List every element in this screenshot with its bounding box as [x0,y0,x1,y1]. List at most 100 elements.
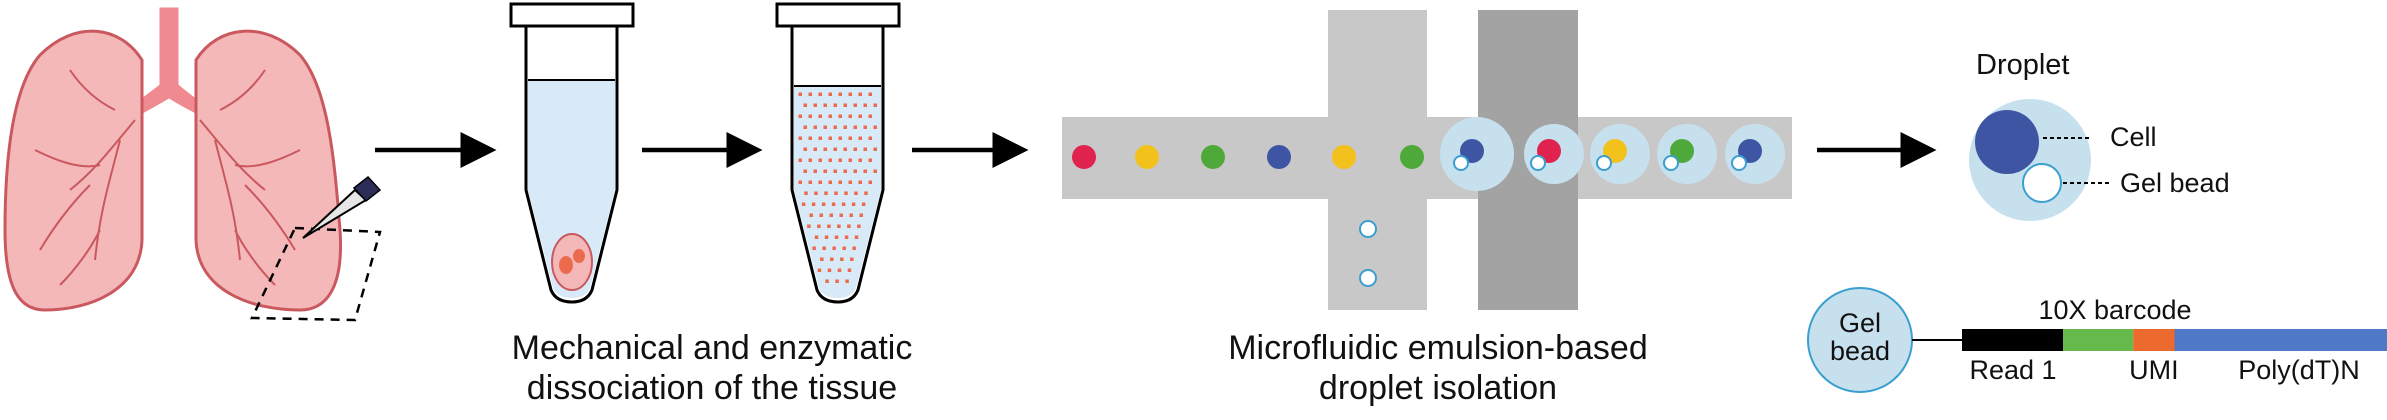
droplet-title: Droplet [1976,49,2070,81]
cell-dot [829,93,833,97]
cell-dot [874,170,878,174]
dissociation-caption: Mechanical and enzymatic dissociation of… [452,328,972,408]
cell-dot [839,181,843,185]
cell-dot [849,137,853,141]
caption-line: Mechanical and enzymatic [452,328,972,368]
caption-line: Microfluidic emulsion-based [1178,328,1698,368]
cell-dot [842,203,846,207]
cell-dot [819,181,823,185]
microfluidic-chip [1062,10,1792,310]
cell-dot [809,93,813,97]
cell-dot [834,148,838,152]
droplet [1440,117,1514,191]
cell-dot [820,258,824,262]
cell-dot [819,137,823,141]
cell-dot [869,181,873,185]
cell-dot [857,225,861,229]
cell-dot [837,225,841,229]
gel-bead [1664,156,1678,170]
cell-dot [849,159,853,163]
cell-dot [814,148,818,152]
cell-dot [850,214,854,218]
cell-dot [844,104,848,108]
cell-dot [864,104,868,108]
cell-dot [864,170,868,174]
gel-bead-label: Gel bead [2120,168,2230,198]
caption-line: dissociation of the tissue [452,368,972,408]
cell-dot [852,247,856,251]
cell-dot [819,93,823,97]
cell-dot [799,115,803,119]
cell-dot [804,192,808,196]
cell-dot [854,170,858,174]
cell-dot [864,126,868,130]
cell-dot [869,137,873,141]
cell-dot [827,225,831,229]
cell-dot [859,159,863,163]
droplet [1725,124,1785,184]
cell-dot [824,126,828,130]
cell-dot [839,137,843,141]
cell-dot [855,236,859,240]
cell-dot [822,203,826,207]
segment-read1 [1962,329,2063,351]
cell-dot [838,269,842,273]
cell-dot [874,104,878,108]
cell-dot [809,181,813,185]
cell-dot [799,159,803,163]
cell-dot [849,181,853,185]
cell-dot [804,148,808,152]
cell-dot [859,181,863,185]
cell-dot [845,236,849,240]
cell [1332,145,1356,169]
lung-icon [5,8,380,320]
tube-cap [777,4,899,26]
cell [1072,145,1096,169]
segment-label-barcode: 10X barcode [2038,295,2191,325]
cell-label: Cell [2110,122,2157,152]
cell-dot [818,269,822,273]
cell-dot [822,247,826,251]
cell-dot [814,170,818,174]
cell-dot [844,192,848,196]
cell-dot [809,137,813,141]
cell-dot [844,148,848,152]
cell-dot [825,280,829,284]
cell-dot [874,126,878,130]
cell-dot [839,93,843,97]
microfluidic-caption: Microfluidic emulsion-based droplet isol… [1178,328,1698,408]
cell-dot [869,115,873,119]
cell-dot [829,181,833,185]
cell-dot [852,203,856,207]
cell-dot [834,192,838,196]
cell-dot [869,93,873,97]
microcentrifuge-tube-icon [777,4,899,302]
cell-dot [820,214,824,218]
cell-dot [807,225,811,229]
left-lung [5,31,142,310]
cell-dot [830,258,834,262]
cell-dot [834,104,838,108]
cell-dot [824,148,828,152]
cell-dot [814,126,818,130]
cell-dot [804,170,808,174]
cell-dot [859,93,863,97]
oligo-bar [1962,329,2387,351]
cell-dot [835,236,839,240]
gel-bead [1531,156,1545,170]
cell-dot [832,247,836,251]
cell-dot [799,181,803,185]
droplet [1657,124,1717,184]
cell [1135,145,1159,169]
cell-dot [859,115,863,119]
cell-dot [862,203,866,207]
cell-dot [847,225,851,229]
cell-dot [825,236,829,240]
cell-dot [814,192,818,196]
segment-umi [2133,329,2174,351]
cell-dot [849,93,853,97]
cell-dot [854,126,858,130]
gel-bead [1454,156,1468,170]
cell-dot [859,137,863,141]
